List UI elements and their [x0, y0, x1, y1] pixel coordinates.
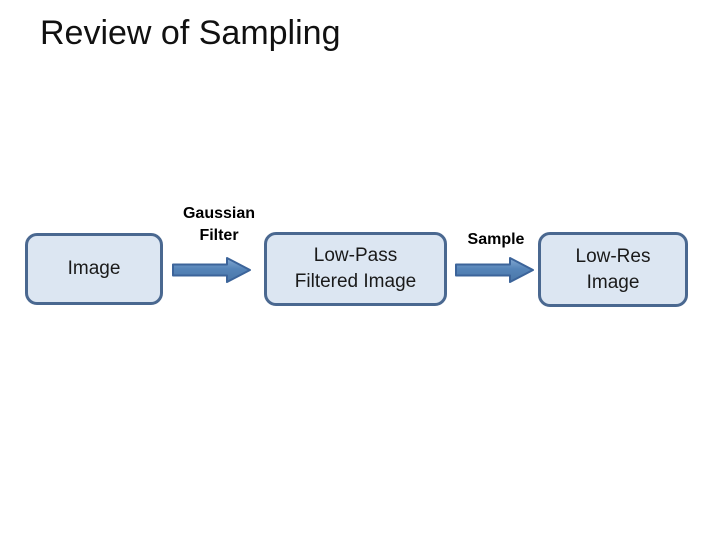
slide-title: Review of Sampling: [40, 14, 341, 52]
edge-label-gaussian-filter-line1: Gaussian: [182, 205, 256, 222]
arrow-right-icon: [172, 257, 251, 283]
edge-label-sample: Sample: [446, 229, 546, 251]
arrow-right-icon: [455, 257, 534, 283]
flow-node-image-label: Image: [67, 258, 121, 279]
flow-node-lowres-image: Low-Res Image: [538, 232, 688, 307]
flow-node-lowres-label-line1: Low-Res: [575, 245, 651, 267]
edge-label-gaussian-filter-line2: Filter: [199, 227, 239, 244]
flow-node-lowpass-label-line1: Low-Pass: [313, 245, 398, 266]
flow-node-lowpass-filtered-image: Low-Pass Filtered Image: [264, 232, 447, 306]
flow-node-image: Image: [25, 233, 163, 305]
flow-node-lowpass-label-line2: Filtered Image: [294, 271, 417, 292]
flow-node-lowres-label-line2: Image: [586, 271, 640, 293]
edge-label-gaussian-filter: Gaussian Filter: [160, 203, 278, 247]
edge-label-sample-text: Sample: [467, 231, 525, 248]
